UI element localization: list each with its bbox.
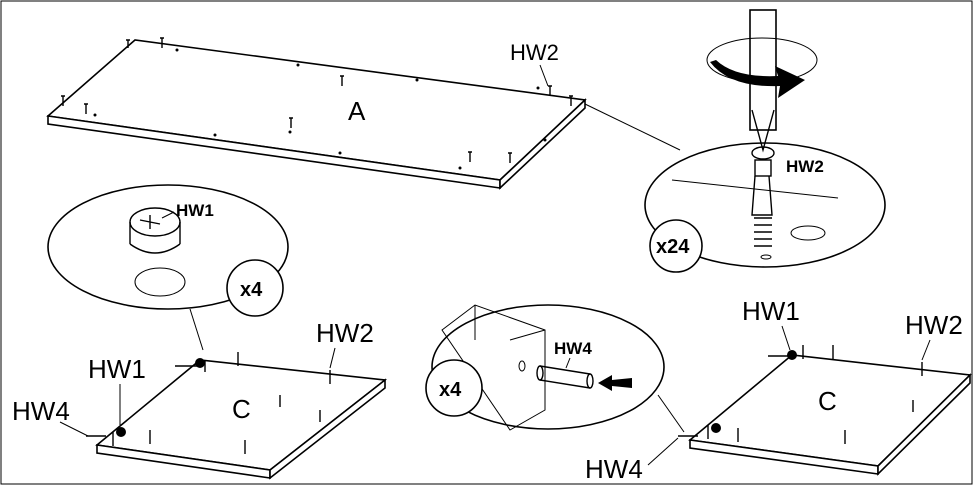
hw4-right-label: HW4 [585,454,643,484]
hw2-left-label: HW2 [316,318,374,348]
panel-c-right: C HW1 HW2 HW4 [585,296,972,484]
panel-c-right-label: C [818,386,837,416]
hw1-left-label: HW1 [88,354,146,384]
hw2-right-label: HW2 [905,310,963,340]
hw2-qty-badge [649,219,703,273]
hw2-label-top: HW2 [510,40,559,65]
hw2-qty: x24 [656,236,690,258]
hw1-qty-badge [226,259,284,317]
hw4-qty-badge [425,359,483,417]
hw4-zoom-callout: HW4 x4 [425,304,685,433]
panel-a: A HW2 [46,37,681,190]
hw1-qty: x4 [240,279,263,301]
panel-a-label: A [348,96,366,126]
hw4-qty: x4 [439,379,462,401]
panel-c-left: C HW1 HW2 HW4 [12,318,388,480]
hw1-right-label: HW1 [742,296,800,326]
hw2-zoom-callout: HW2 x24 [644,9,886,273]
hw2-zoom-label: HW2 [786,157,824,176]
hw4-zoom-label: HW4 [554,339,592,358]
hw4-left-label: HW4 [12,396,70,426]
hw1-zoom-label: HW1 [176,201,214,220]
hw1-zoom-callout: HW1 x4 [47,184,289,351]
panel-c-left-label: C [232,394,251,424]
